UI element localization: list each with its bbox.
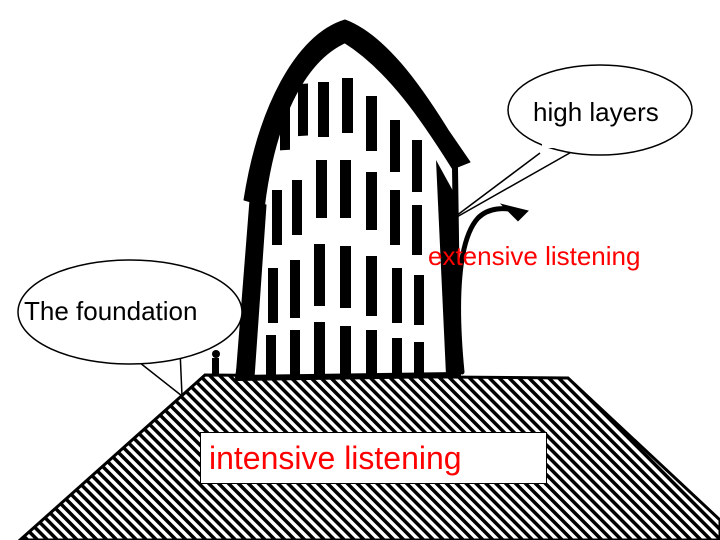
extensive-listening-label: extensive listening <box>428 241 641 271</box>
intensive-listening-label: intensive listening <box>209 440 462 476</box>
person-figure-icon <box>212 350 220 374</box>
high-layers-label: high layers <box>533 97 659 127</box>
foundation-label: The foundation <box>24 296 198 326</box>
intensive-listening-box <box>200 432 547 484</box>
street-lamp-icon <box>456 203 529 375</box>
foundation-bubble <box>17 259 243 398</box>
high-layers-bubble <box>447 64 693 223</box>
flatiron-building-icon <box>235 19 471 381</box>
